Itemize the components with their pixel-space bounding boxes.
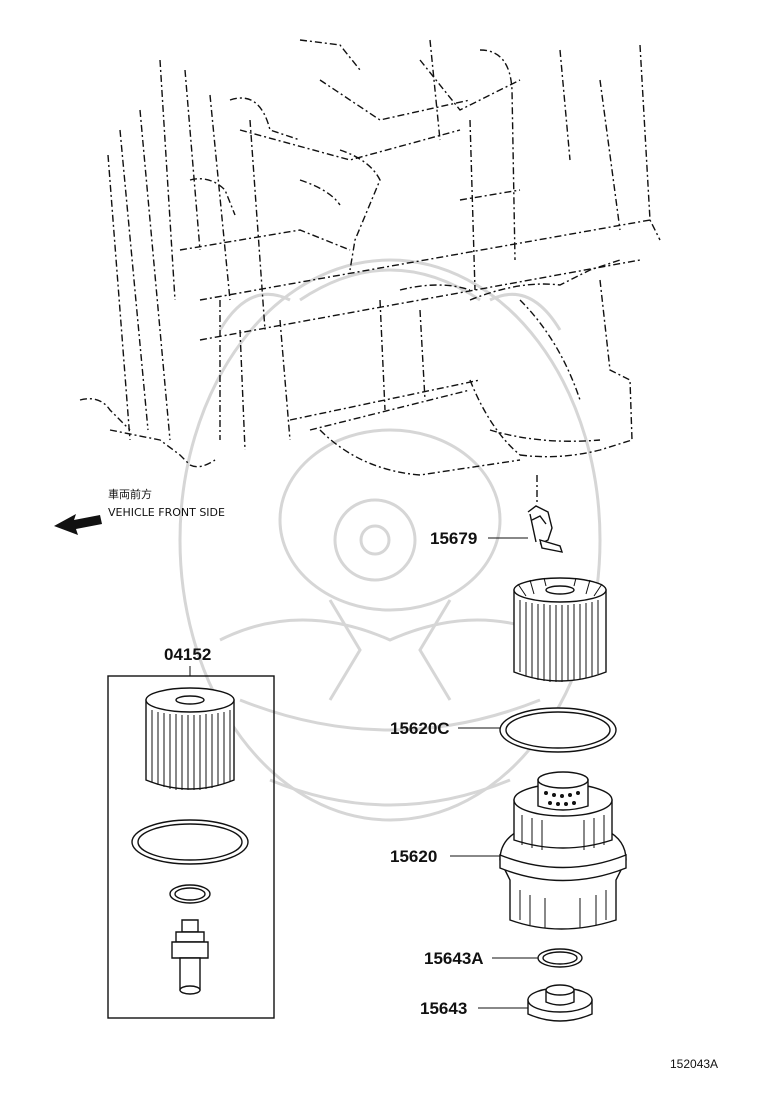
engine-block-outline bbox=[79, 39, 661, 505]
oil-filter-element bbox=[513, 577, 607, 682]
front-label-english: VEHICLE FRONT SIDE bbox=[108, 506, 225, 519]
arrow-left-icon bbox=[54, 514, 102, 535]
emblem-watermark-icon bbox=[178, 258, 602, 822]
gauge-guide-part bbox=[527, 505, 564, 553]
kit-o-ring-large bbox=[131, 819, 249, 865]
o-ring-upper-part bbox=[499, 707, 617, 753]
callout-15679: 15679 bbox=[430, 529, 477, 548]
callout-15643: 15643 bbox=[420, 999, 467, 1018]
figure-reference: 152043A bbox=[670, 1057, 718, 1071]
callout-04152: 04152 bbox=[164, 645, 211, 664]
vehicle-front-note: 車両前方 VEHICLE FRONT SIDE bbox=[54, 487, 225, 535]
callout-15643A: 15643A bbox=[424, 949, 484, 968]
o-ring-drain-part bbox=[537, 948, 583, 968]
kit-filter-element bbox=[145, 687, 235, 790]
front-label-japanese: 車両前方 bbox=[108, 487, 152, 501]
callout-15620C: 15620C bbox=[390, 719, 450, 738]
callout-15620: 15620 bbox=[390, 847, 437, 866]
kit-box bbox=[107, 675, 275, 1019]
kit-drain-fitting bbox=[171, 919, 209, 995]
kit-o-ring-small bbox=[169, 884, 211, 904]
filter-cap-part bbox=[499, 771, 627, 930]
drain-plug-part bbox=[527, 984, 593, 1022]
